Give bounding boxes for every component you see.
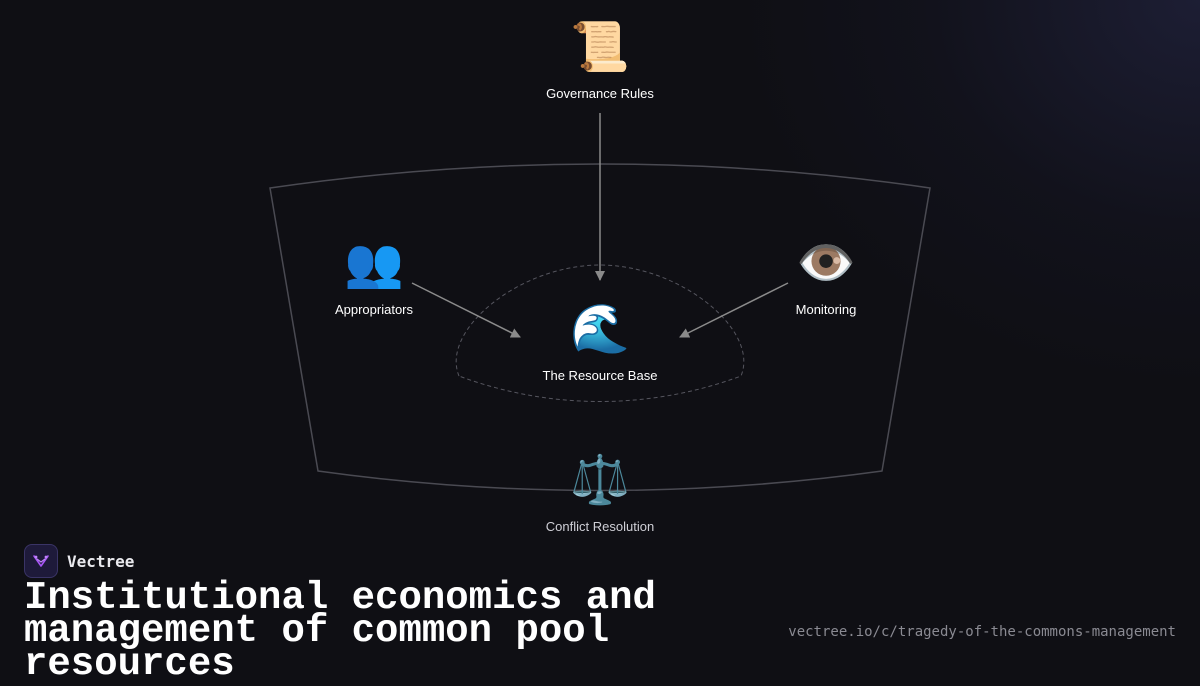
node-resource-base[interactable]: 🌊 The Resource Base (500, 302, 700, 383)
node-label: Appropriators (334, 302, 414, 317)
node-label: Governance Rules (546, 86, 654, 101)
node-label: Monitoring (795, 302, 857, 317)
scales-icon: ⚖️ (570, 454, 630, 507)
outer-boundary (269, 163, 931, 492)
node-label: The Resource Base (542, 368, 658, 383)
eye-icon: 👁️ (796, 237, 856, 290)
edge-monitoring-to-resource (679, 282, 789, 338)
scroll-icon: 📜 (570, 21, 630, 74)
node-governance-rules[interactable]: 📜 Governance Rules (500, 20, 700, 101)
page-title: Institutional economics and management o… (24, 576, 656, 686)
wave-icon: 🌊 (570, 303, 630, 356)
node-label: Conflict Resolution (545, 519, 655, 534)
node-conflict-resolution[interactable]: ⚖️ Conflict Resolution (500, 453, 700, 534)
resource-boundary (455, 264, 745, 402)
node-monitoring[interactable]: 👁️ Monitoring (726, 236, 926, 317)
source-url[interactable]: vectree.io/c/tragedy-of-the-commons-mana… (788, 624, 1176, 640)
node-appropriators[interactable]: 👥 Appropriators (274, 236, 474, 317)
people-icon: 👥 (344, 237, 404, 290)
brand-name: Vectree (67, 551, 135, 571)
edge-appropriators-to-resource (411, 282, 521, 338)
vectree-logo-icon (24, 544, 58, 578)
brand[interactable]: Vectree (24, 544, 134, 578)
